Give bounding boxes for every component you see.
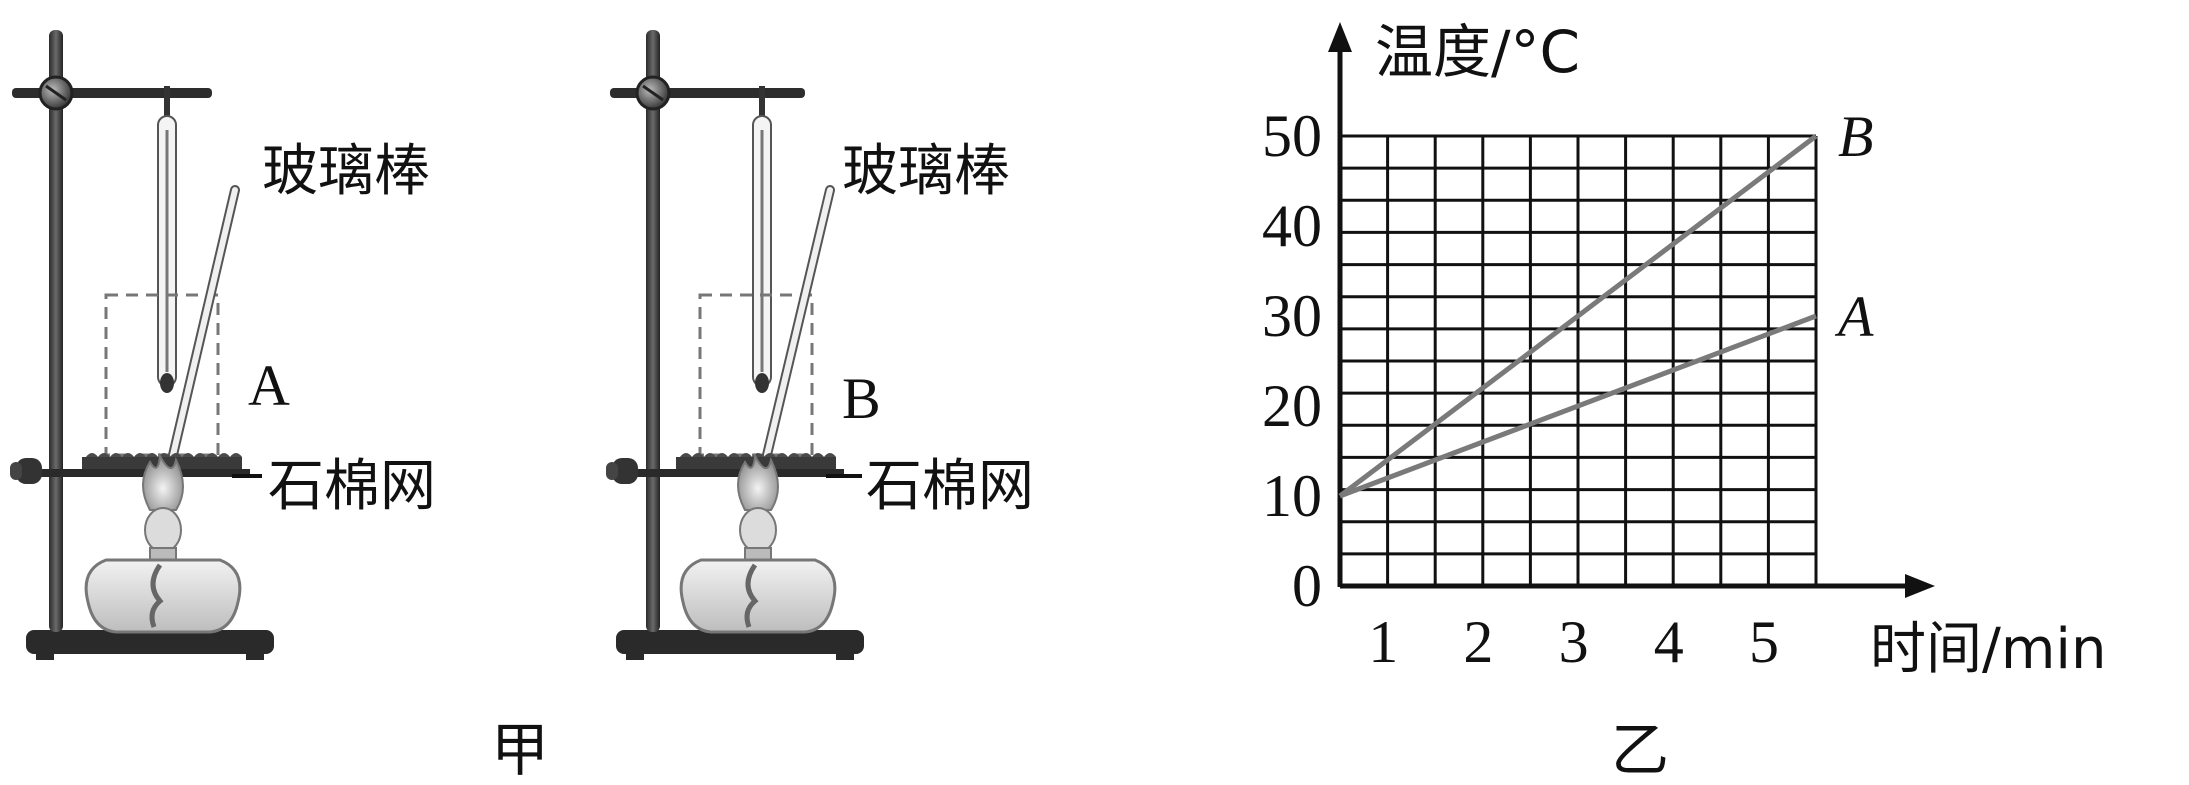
alcohol-burner <box>679 452 837 634</box>
x-tick-label: 5 <box>1749 609 1779 675</box>
x-tick-label: 1 <box>1368 609 1398 675</box>
x-tick-label: 3 <box>1559 609 1589 675</box>
axes <box>1328 22 1935 598</box>
rod-label: 玻璃棒 <box>262 139 430 204</box>
figure-label-right: 乙 <box>1611 716 1669 784</box>
gauze-label: 石棉网 <box>268 454 436 519</box>
apparatus-b: 玻璃棒 B 石棉网 <box>606 30 1034 660</box>
y-tick-label: 30 <box>1262 283 1322 349</box>
apparatus-a: 玻璃棒 A 石棉网 <box>10 30 436 660</box>
y-tick-labels: 0 10 20 30 40 50 <box>1262 103 1322 619</box>
glass-rod <box>762 185 835 460</box>
stand-base <box>616 630 864 654</box>
glass-rod <box>168 185 240 460</box>
figure-label-left: 甲 <box>491 716 549 784</box>
x-tick-label: 2 <box>1463 609 1493 675</box>
y-tick-label: 0 <box>1292 553 1322 619</box>
chart-series: BA <box>1338 104 1874 499</box>
stand-rod <box>49 30 63 632</box>
series-label-A: A <box>1834 284 1874 349</box>
x-axis-arrow <box>1905 574 1935 598</box>
y-tick-label: 20 <box>1262 373 1322 439</box>
stand-rod <box>646 30 660 632</box>
liquid-label: A <box>248 353 290 418</box>
y-axis-label: 温度/°C <box>1375 18 1580 86</box>
liquid-label: B <box>842 366 881 431</box>
x-axis-label: 时间/min <box>1870 617 2106 682</box>
x-tick-label: 4 <box>1654 609 1684 675</box>
y-tick-label: 50 <box>1262 103 1322 169</box>
thermometer <box>157 86 177 393</box>
rod-label: 玻璃棒 <box>842 139 1010 204</box>
thermometer <box>752 86 772 393</box>
y-axis-arrow <box>1328 22 1352 52</box>
y-tick-label: 40 <box>1262 193 1322 259</box>
y-tick-label: 10 <box>1262 463 1322 529</box>
asbestos-gauze <box>606 453 862 484</box>
chart-grid <box>1338 134 1818 588</box>
asbestos-gauze <box>10 453 262 484</box>
stand-base <box>26 630 274 654</box>
series-line-A <box>1339 313 1817 499</box>
series-label-B: B <box>1838 104 1873 169</box>
gauze-label: 石棉网 <box>866 454 1034 519</box>
alcohol-burner <box>84 452 242 634</box>
series-line-B <box>1338 134 1818 498</box>
